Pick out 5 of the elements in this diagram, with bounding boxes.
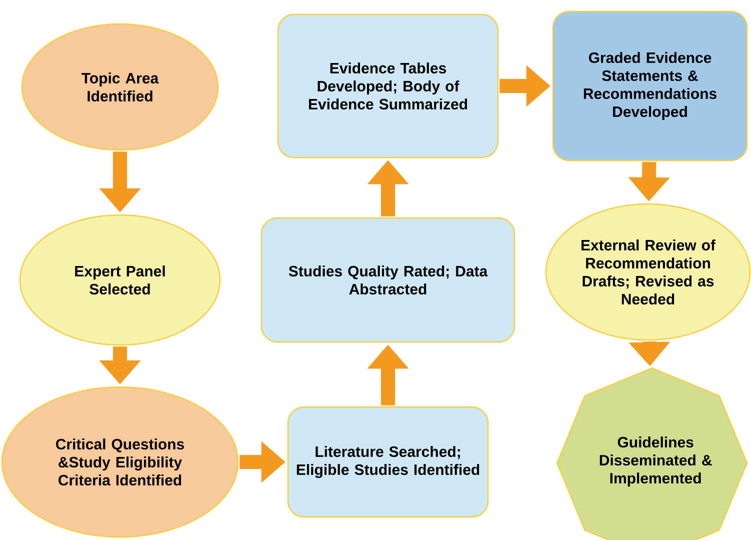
process-box: Graded Evidence Statements & Recommendations Developed [552,10,748,162]
process-box: Literature Searched; Eligible Studies Identified [287,406,489,518]
end-octagon: Guidelines Disseminated & Implemented [556,367,748,540]
process-box: Studies Quality Rated; Data Abstracted [260,217,516,343]
process-box: Evidence Tables Developed; Body of Evidence Summarized [277,14,499,158]
